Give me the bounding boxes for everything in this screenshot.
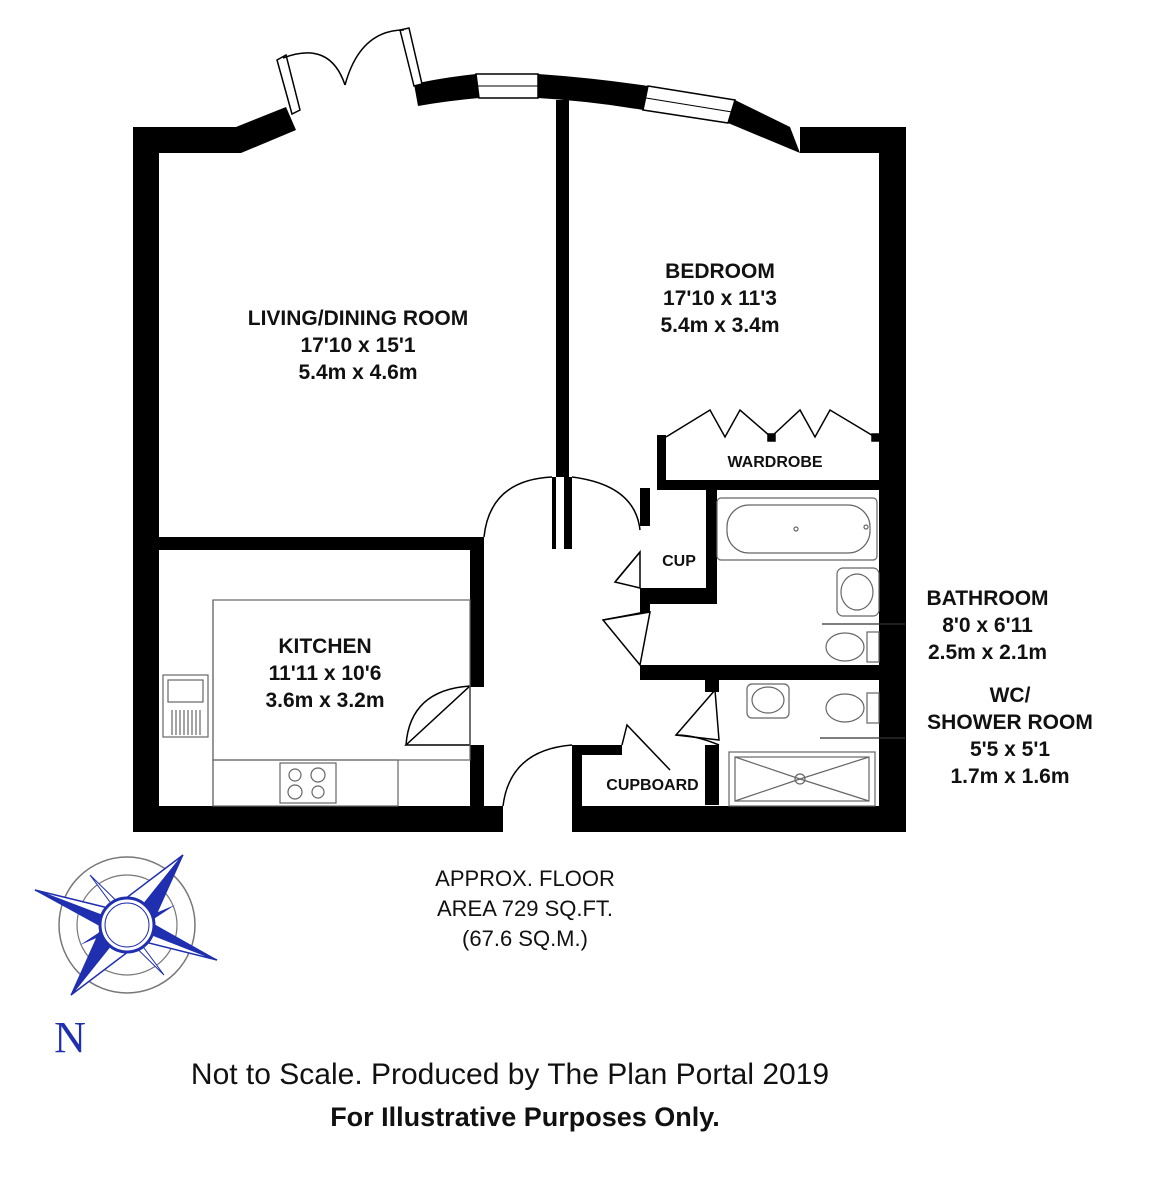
french-doors	[276, 27, 423, 116]
wc-name-line1: WC/	[989, 684, 1031, 707]
kitchen-fixtures	[162, 599, 471, 807]
living-room-metric: 5.4m x 4.6m	[298, 361, 418, 384]
bathroom-label: BATHROOM 8'0 x 6'11 2.5m x 2.1m	[900, 585, 1075, 666]
door-swings	[404, 476, 720, 807]
bathroom-name: BATHROOM	[926, 587, 1049, 610]
wardrobe-doors	[665, 408, 880, 442]
wardrobe-label: WARDROBE	[727, 454, 823, 471]
bedroom-label: BEDROOM 17'10 x 11'3 5.4m x 3.4m	[620, 258, 820, 339]
living-room-imperial: 17'10 x 15'1	[300, 334, 416, 357]
bathroom-fixtures	[716, 497, 905, 739]
north-label: N	[54, 1013, 86, 1062]
compass-rose	[34, 854, 218, 996]
kitchen-label: KITCHEN 11'11 x 10'6 3.6m x 3.2m	[225, 633, 425, 714]
kitchen-metric: 3.6m x 3.2m	[265, 689, 385, 712]
outer-walls	[133, 100, 906, 832]
bedroom-name: BEDROOM	[665, 260, 775, 283]
bedroom-metric: 5.4m x 3.4m	[660, 314, 780, 337]
cupboard-label: CUPBOARD	[606, 777, 699, 794]
bathroom-metric: 2.5m x 2.1m	[927, 641, 1048, 664]
wc-metric: 1.7m x 1.6m	[950, 765, 1070, 788]
floor-area: APPROX. FLOOR AREA 729 SQ.FT. (67.6 SQ.M…	[375, 864, 675, 954]
kitchen-imperial: 11'11 x 10'6	[268, 662, 382, 685]
bedroom-imperial: 17'10 x 11'3	[663, 287, 777, 310]
kitchen-name: KITCHEN	[278, 635, 372, 658]
floor-area-line1: APPROX. FLOOR	[435, 866, 615, 891]
curved-front-wall	[414, 73, 736, 124]
wc-label: WC/ SHOWER ROOM 5'5 x 5'1 1.7m x 1.6m	[895, 682, 1125, 790]
internal-walls	[159, 100, 879, 815]
living-room-label: LIVING/DINING ROOM 17'10 x 15'1 5.4m x 4…	[208, 305, 508, 386]
floor-area-line2: AREA 729 SQ.FT.	[436, 896, 614, 921]
wc-imperial: 5'5 x 5'1	[969, 738, 1051, 761]
wc-name-line2: SHOWER ROOM	[927, 711, 1093, 734]
wc-fixtures	[728, 683, 880, 807]
bathroom-imperial: 8'0 x 6'11	[942, 614, 1033, 637]
disclaimer: Not to Scale. Produced by The Plan Porta…	[190, 1058, 830, 1091]
cup-label: CUP	[662, 553, 696, 570]
living-room-name: LIVING/DINING ROOM	[247, 307, 469, 330]
floor-area-line3: (67.6 SQ.M.)	[462, 926, 588, 951]
illustrative-notice: For Illustrative Purposes Only.	[330, 1102, 720, 1132]
